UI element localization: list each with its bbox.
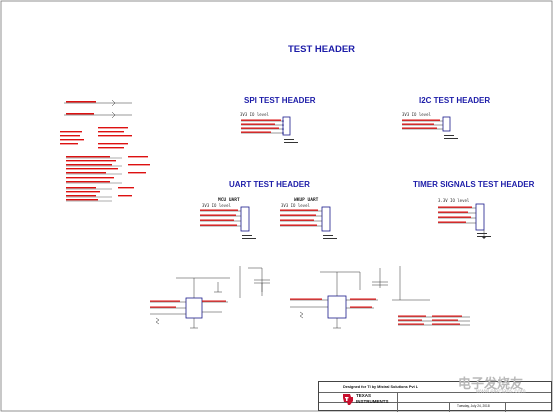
right-buffer-ic [290,266,430,329]
title-block: Designed for TI by Mistral Solutions Pvt… [318,381,552,412]
i2c-header-connector [402,116,451,132]
right-net-cluster [398,315,470,326]
spi-io-level: 3V3 IO level [240,112,269,117]
timer-header-connector [438,203,487,239]
page-title: TEST HEADER [288,44,356,55]
watermark-text: 电子发烧友 [458,376,524,391]
left-net-wires [66,157,122,202]
mcu-uart-connector [200,206,250,232]
i2c-section-title: I2C TEST HEADER [419,96,491,105]
spi-section-title: SPI TEST HEADER [244,96,316,105]
designed-for-text: Designed for TI by Mistral Solutions Pvt… [343,385,419,389]
left-red-labels [60,101,150,201]
mcu-uart-io-level: 3V3 IO level [202,203,231,208]
timer-section-title: TIMER SIGNALS TEST HEADER [413,180,535,189]
watermark-site: www.elecfans.com [476,389,526,395]
wkup-uart-connector [280,206,331,232]
timer-io-level: 3.3V IO level [438,198,470,203]
ti-logo-icon [343,394,353,405]
left-net-cluster [64,99,132,119]
i2c-io-level: 3V3 IO level [402,112,431,117]
wkup-uart-io-level: 3V3 IO level [281,203,310,208]
uart-section-title: UART TEST HEADER [229,180,310,189]
wkup-uart-label: WKUP UART [294,198,319,203]
left-buffer-ic [150,266,270,329]
ti-company-line2: INSTRUMENTS [356,399,389,404]
mcu-uart-label: MCU UART [218,198,240,203]
date-text: Tuesday, July 24, 2018 [457,404,490,408]
designator-marks [242,135,491,239]
spi-header-connector [241,116,291,136]
ti-company-line1: TEXAS [356,393,372,398]
